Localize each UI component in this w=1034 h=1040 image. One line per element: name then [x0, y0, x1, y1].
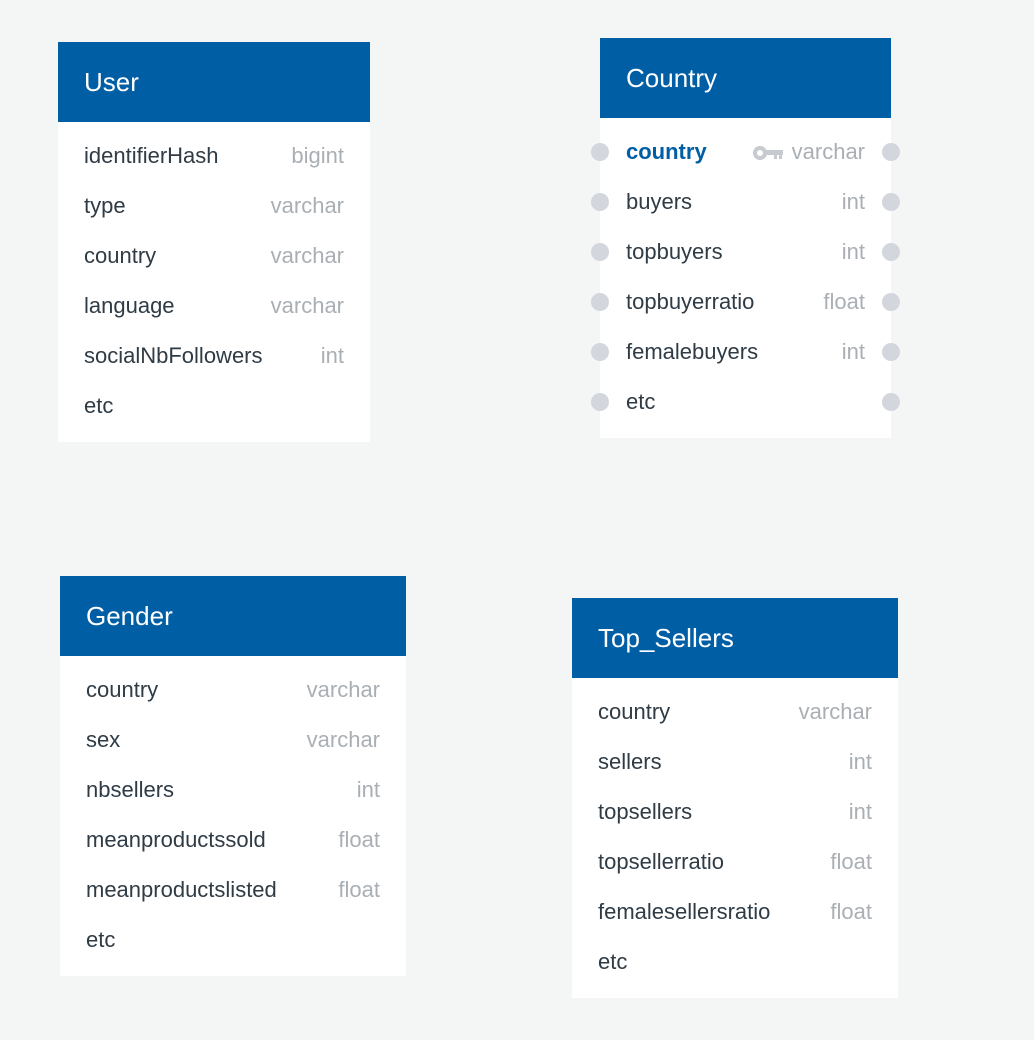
connector-dot[interactable]: [591, 393, 609, 411]
field-type: varchar: [270, 293, 344, 318]
field-type: varchar: [306, 677, 380, 702]
field-name: country: [598, 699, 671, 724]
table-body: country varchar buyers int topbuyers int: [591, 118, 900, 438]
field-name: language: [84, 293, 175, 318]
table-title: Top_Sellers: [598, 622, 734, 653]
field-row-primary-key[interactable]: country varchar: [591, 127, 900, 177]
table-title: User: [84, 66, 139, 97]
field-type: float: [338, 877, 380, 902]
connector-dot[interactable]: [591, 143, 609, 161]
field-name: sellers: [598, 749, 662, 774]
connector-dot[interactable]: [882, 293, 900, 311]
field-name: socialNbFollowers: [84, 343, 263, 368]
field-type: float: [823, 289, 865, 314]
field-row[interactable]: country varchar: [572, 687, 898, 737]
field-type: int: [356, 777, 380, 802]
table-body: country varchar sex varchar nbsellers in…: [60, 656, 406, 976]
field-name: etc: [626, 389, 656, 414]
table-gender[interactable]: Gender country varchar sex varchar nbsel…: [60, 576, 406, 976]
field-row[interactable]: sex varchar: [60, 715, 406, 765]
field-row[interactable]: etc: [572, 937, 898, 987]
connector-dot[interactable]: [882, 193, 900, 211]
field-type: int: [841, 339, 865, 364]
connector-dot[interactable]: [882, 393, 900, 411]
field-name: topbuyers: [626, 239, 723, 264]
field-type: float: [830, 849, 872, 874]
field-name: etc: [84, 393, 114, 418]
field-row[interactable]: socialNbFollowers int: [58, 331, 370, 381]
field-name: country: [84, 243, 157, 268]
table-country[interactable]: Country country varchar buyers int: [591, 38, 900, 438]
field-row[interactable]: meanproductssold float: [60, 815, 406, 865]
field-row[interactable]: type varchar: [58, 181, 370, 231]
field-type: int: [320, 343, 344, 368]
field-row[interactable]: language varchar: [58, 281, 370, 331]
field-name: type: [84, 193, 126, 218]
field-row[interactable]: buyers int: [591, 177, 900, 227]
connector-dot[interactable]: [882, 143, 900, 161]
field-name: buyers: [626, 189, 693, 214]
connector-dot[interactable]: [882, 243, 900, 261]
table-top-sellers[interactable]: Top_Sellers country varchar sellers int …: [572, 598, 898, 998]
connector-dot[interactable]: [882, 343, 900, 361]
field-row[interactable]: topsellers int: [572, 787, 898, 837]
field-row[interactable]: etc: [591, 377, 900, 427]
field-type: int: [841, 239, 865, 264]
field-row[interactable]: femalesellersratio float: [572, 887, 898, 937]
table-header[interactable]: User: [58, 42, 370, 122]
field-row[interactable]: etc: [60, 915, 406, 965]
field-name: identifierHash: [84, 143, 219, 168]
field-name: topbuyerratio: [626, 289, 755, 314]
field-name: etc: [598, 949, 628, 974]
field-name: femalebuyers: [626, 339, 759, 364]
connector-dot[interactable]: [591, 243, 609, 261]
connector-dot[interactable]: [591, 293, 609, 311]
table-body: country varchar sellers int topsellers i…: [572, 678, 898, 998]
field-name: sex: [86, 727, 121, 752]
field-type: varchar: [270, 243, 344, 268]
field-name: meanproductssold: [86, 827, 266, 852]
field-row[interactable]: sellers int: [572, 737, 898, 787]
field-name: etc: [86, 927, 116, 952]
field-name: topsellerratio: [598, 849, 724, 874]
field-type: float: [338, 827, 380, 852]
field-row[interactable]: topbuyerratio float: [591, 277, 900, 327]
field-row[interactable]: identifierHash bigint: [58, 131, 370, 181]
field-name: country: [626, 139, 707, 164]
field-type-wrapper: varchar: [752, 139, 865, 165]
field-row[interactable]: country varchar: [60, 665, 406, 715]
field-type: int: [848, 799, 872, 824]
field-name: nbsellers: [86, 777, 175, 802]
table-header[interactable]: Country: [600, 38, 891, 118]
field-row[interactable]: country varchar: [58, 231, 370, 281]
field-row[interactable]: etc: [58, 381, 370, 431]
table-user[interactable]: User identifierHash bigint type varchar …: [58, 42, 370, 442]
table-title: Gender: [86, 600, 173, 631]
field-type: varchar: [270, 193, 344, 218]
field-type: int: [841, 189, 865, 214]
connector-dot[interactable]: [591, 193, 609, 211]
table-header[interactable]: Gender: [60, 576, 406, 656]
field-row[interactable]: meanproductslisted float: [60, 865, 406, 915]
table-title: Country: [626, 62, 718, 93]
field-type: varchar: [791, 139, 865, 164]
field-name: topsellers: [598, 799, 693, 824]
field-name: femalesellersratio: [598, 899, 771, 924]
field-type: bigint: [291, 143, 344, 168]
field-name: country: [86, 677, 159, 702]
connector-dot[interactable]: [591, 343, 609, 361]
table-body: identifierHash bigint type varchar count…: [58, 122, 370, 442]
field-row[interactable]: topsellerratio float: [572, 837, 898, 887]
field-type: int: [848, 749, 872, 774]
field-type: varchar: [306, 727, 380, 752]
field-name: meanproductslisted: [86, 877, 277, 902]
key-icon: [752, 146, 783, 161]
field-row[interactable]: nbsellers int: [60, 765, 406, 815]
table-header[interactable]: Top_Sellers: [572, 598, 898, 678]
field-row[interactable]: topbuyers int: [591, 227, 900, 277]
field-row[interactable]: femalebuyers int: [591, 327, 900, 377]
field-type: float: [830, 899, 872, 924]
field-type: varchar: [798, 699, 872, 724]
